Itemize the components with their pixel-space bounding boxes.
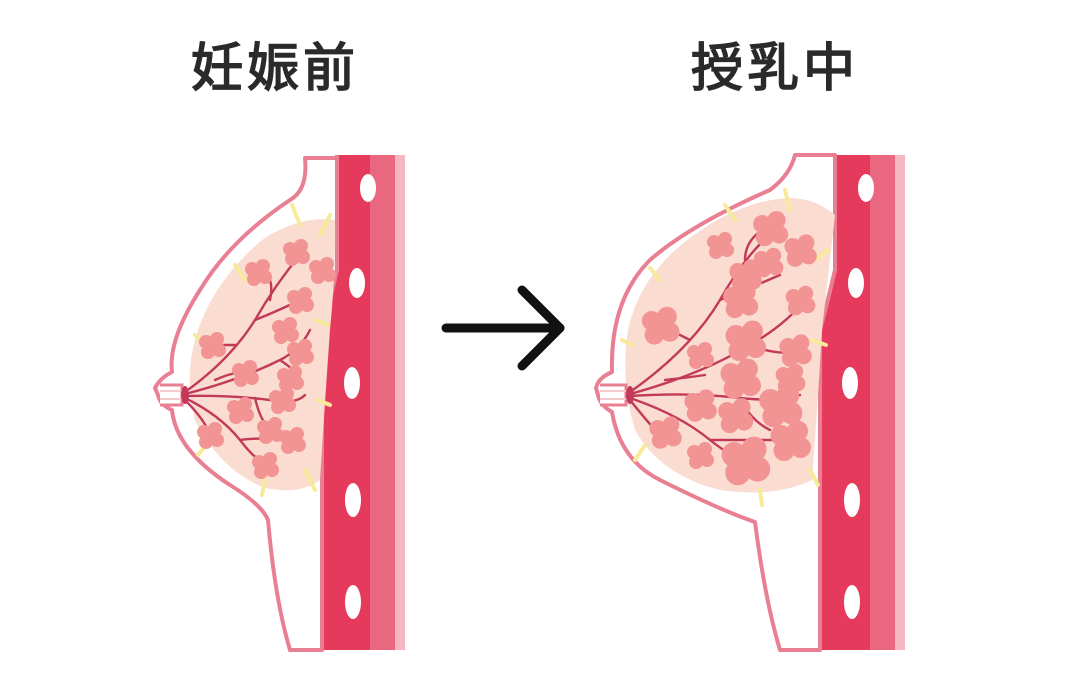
label-before-pregnancy: 妊娠前: [190, 38, 359, 99]
ligaments-during: [620, 188, 830, 507]
nipple-during: [600, 383, 634, 407]
breast-before-illustration: [153, 155, 405, 652]
right-arrow-icon: [441, 285, 565, 371]
nipple-before: [160, 383, 189, 407]
fat-tissue-before: [189, 219, 336, 491]
chest-wall-during: [818, 155, 905, 650]
label-during-breastfeeding: 授乳中: [690, 38, 859, 99]
breast-during-illustration: [594, 153, 905, 652]
